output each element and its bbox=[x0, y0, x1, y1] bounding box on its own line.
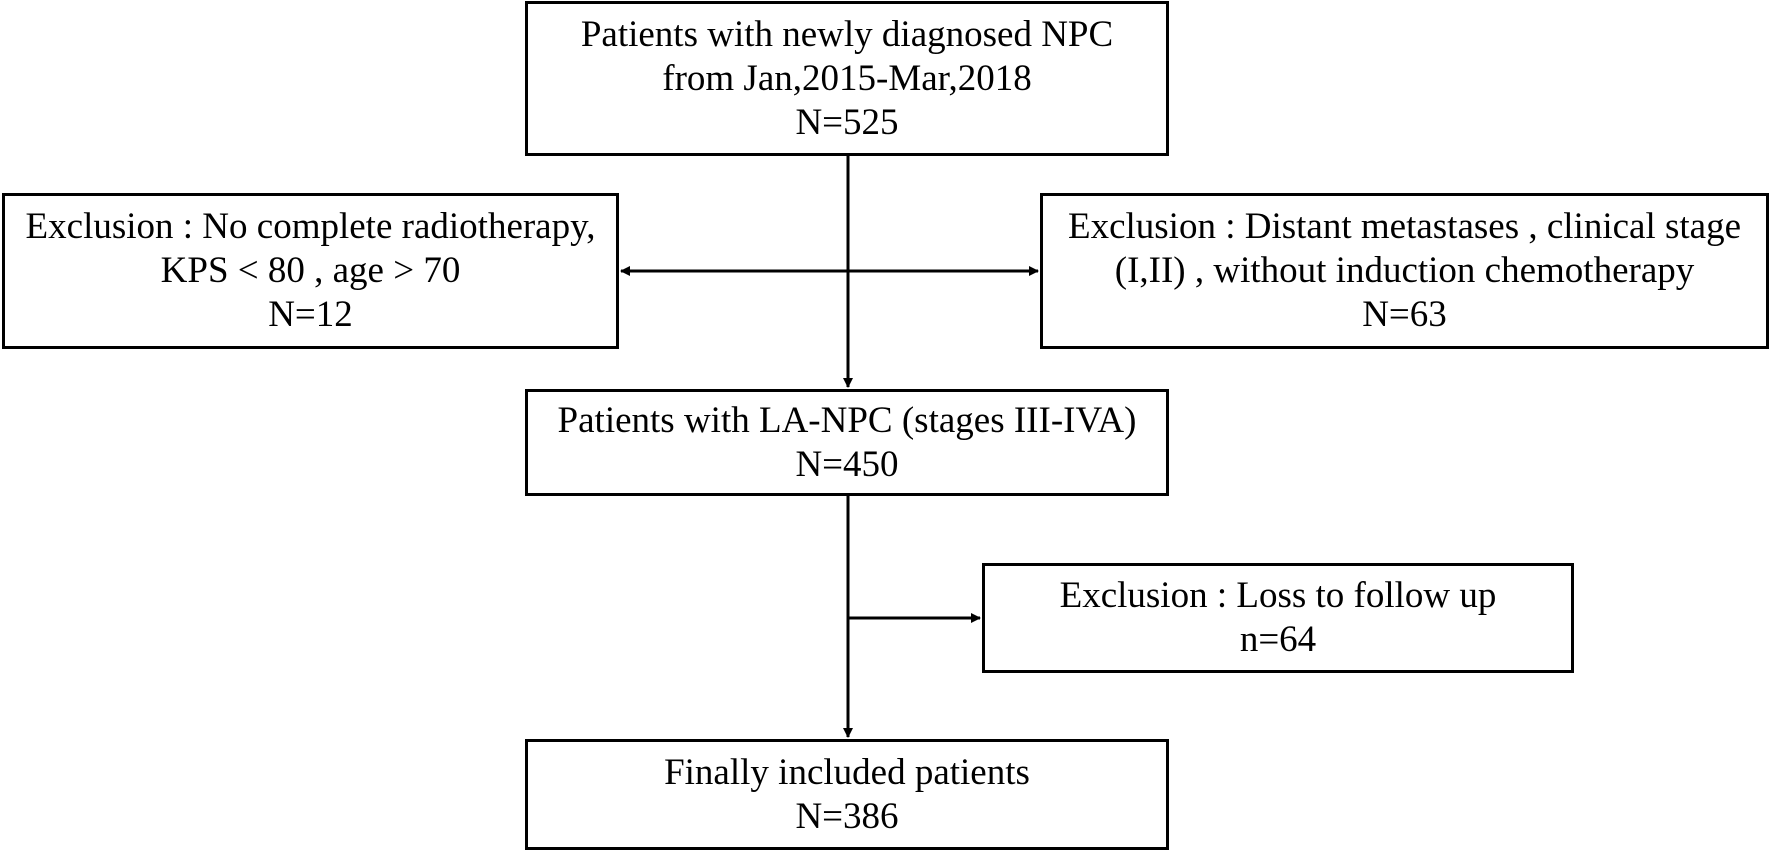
box-la-npc-line1: Patients with LA-NPC (stages III-IVA) bbox=[557, 399, 1137, 441]
box-finally-included-count: N=386 bbox=[795, 795, 899, 837]
box-exclusion-metastases-line1: Exclusion : Distant metastases , clinica… bbox=[1067, 206, 1742, 247]
box-la-npc-count: N=450 bbox=[795, 443, 899, 485]
box-newly-diagnosed-line1: Patients with newly diagnosed NPC bbox=[580, 13, 1114, 55]
box-exclusion-radiotherapy: Exclusion : No complete radiotherapy, KP… bbox=[2, 193, 619, 349]
box-newly-diagnosed-count: N=525 bbox=[795, 101, 899, 143]
box-exclusion-metastases: Exclusion : Distant metastases , clinica… bbox=[1040, 193, 1769, 349]
box-exclusion-radiotherapy-count: N=12 bbox=[268, 294, 353, 335]
box-exclusion-followup-count: n=64 bbox=[1239, 619, 1317, 660]
box-exclusion-metastases-count: N=63 bbox=[1362, 294, 1447, 335]
box-exclusion-radiotherapy-line1: Exclusion : No complete radiotherapy, bbox=[25, 206, 596, 247]
box-exclusion-radiotherapy-line2: KPS < 80 , age > 70 bbox=[160, 250, 461, 291]
box-la-npc: Patients with LA-NPC (stages III-IVA) N=… bbox=[525, 389, 1169, 496]
box-finally-included: Finally included patients N=386 bbox=[525, 739, 1169, 850]
box-exclusion-followup: Exclusion : Loss to follow up n=64 bbox=[982, 563, 1574, 673]
box-exclusion-metastases-line2: (I,II) , without induction chemotherapy bbox=[1114, 250, 1695, 291]
box-exclusion-followup-line1: Exclusion : Loss to follow up bbox=[1059, 575, 1497, 616]
box-newly-diagnosed: Patients with newly diagnosed NPC from J… bbox=[525, 1, 1169, 156]
box-finally-included-line1: Finally included patients bbox=[664, 751, 1030, 793]
box-newly-diagnosed-line2: from Jan,2015-Mar,2018 bbox=[662, 57, 1032, 99]
